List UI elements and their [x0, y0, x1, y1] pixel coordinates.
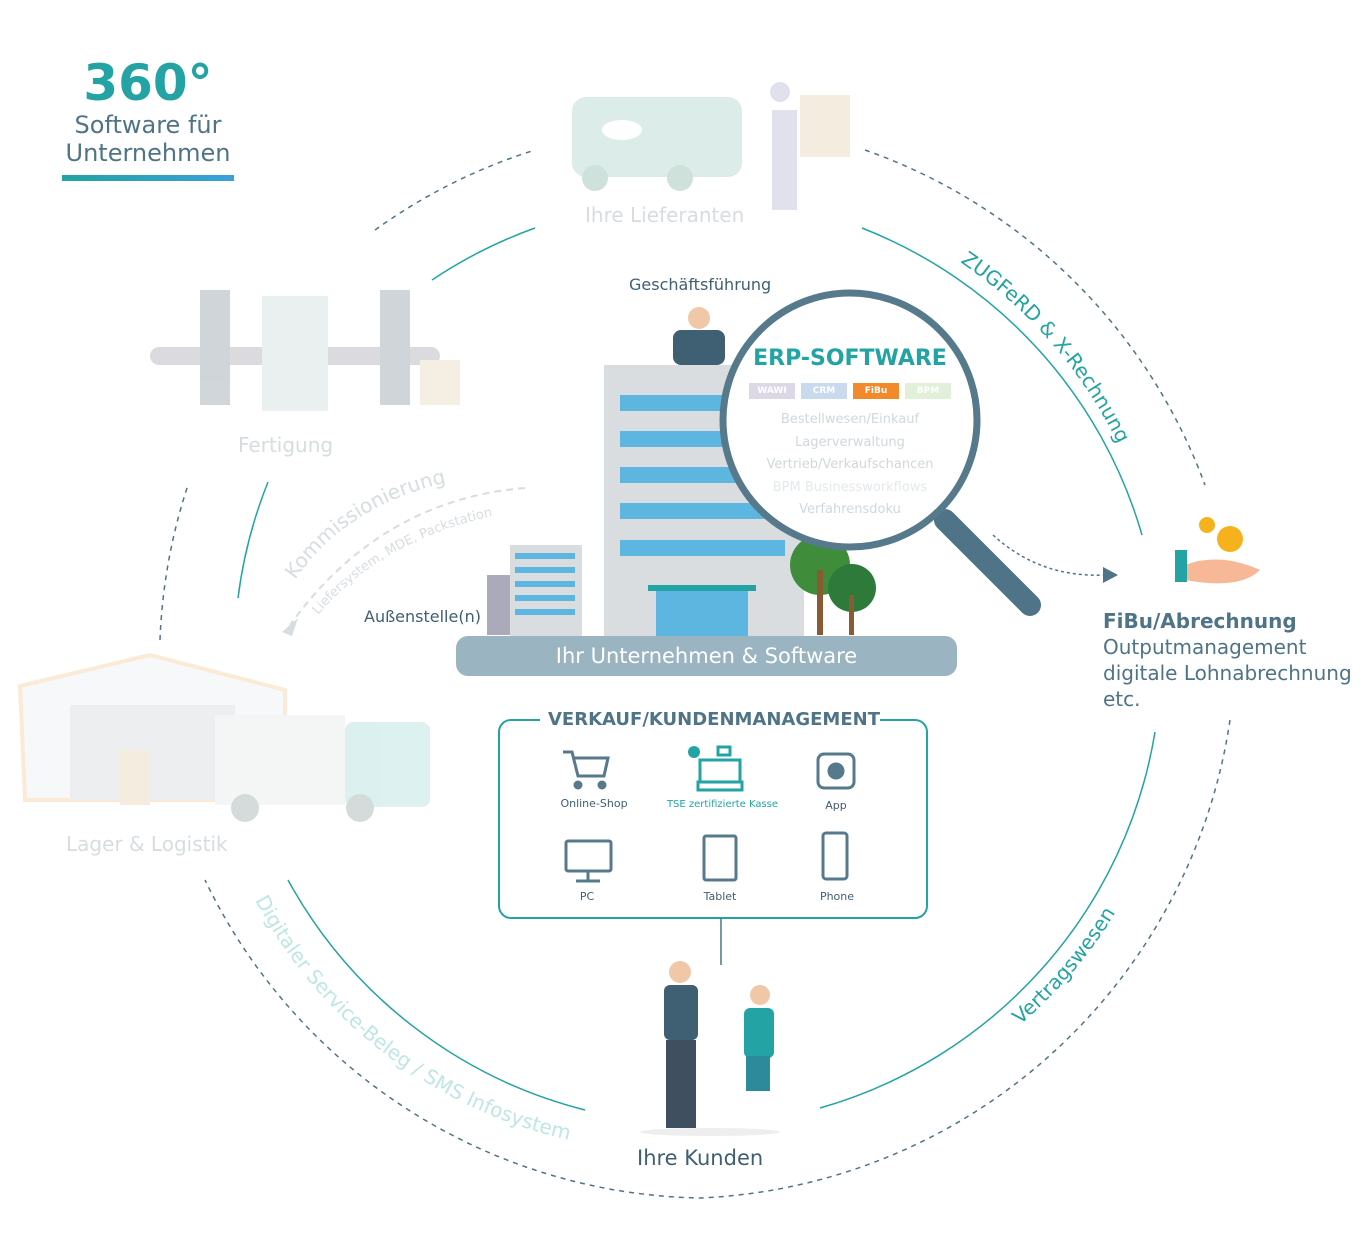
erp-tag-crm: CRM — [801, 383, 847, 399]
erp-item: Vertrieb/Verkaufschancen — [766, 457, 934, 472]
aussenstelle-label: Außenstelle(n) — [364, 607, 481, 626]
app-label: App — [825, 799, 847, 812]
outer-dashed-ring — [159, 149, 1231, 1199]
erp-tag-fibu: FiBu — [853, 383, 899, 399]
lieferanten-illustration — [572, 82, 850, 210]
customers-illustration — [640, 961, 780, 1136]
fibu-arrow — [992, 534, 1106, 576]
online-shop-label: Online-Shop — [560, 797, 628, 810]
phone-label: Phone — [819, 890, 855, 903]
erp-items: Bestellwesen/Einkauf Lagerverwaltung Ver… — [725, 409, 975, 522]
fibu-line: etc. — [1103, 687, 1141, 711]
logo-line2: Unternehmen — [65, 139, 231, 167]
fibu-title: FiBu/Abrechnung — [1103, 609, 1297, 633]
erp-item: Lagerverwaltung — [795, 434, 905, 450]
company-banner — [456, 636, 957, 676]
fibu-line: Outputmanagement — [1103, 635, 1307, 659]
logo-line1: Software für — [74, 111, 222, 139]
magnifier-icon — [719, 289, 1041, 616]
tablet-icon — [702, 834, 738, 882]
erp-title: ERP-SOFTWARE — [753, 346, 947, 371]
zugferd-label: ZUGFeRD & X-Rechnung — [957, 246, 1135, 446]
cash-register-icon — [696, 745, 744, 792]
fertigung-illustration — [150, 290, 460, 411]
erp-item: Verfahrensdoku — [799, 502, 901, 517]
pc-label: PC — [579, 890, 595, 903]
erp-item: BPM Businessworkflows — [772, 479, 928, 495]
check-badge-icon — [688, 746, 700, 758]
kasse-label: TSE zertifizierte Kasse — [666, 799, 779, 810]
kommission-arrow — [289, 487, 526, 626]
geschaeftsfuehrung-label: Geschäftsführung — [629, 275, 772, 294]
erp-item: Bestellwesen/Einkauf — [780, 412, 920, 427]
inner-teal-ring — [237, 227, 1156, 1111]
logo-360: 360° Software für Unternehmen — [62, 55, 234, 181]
money-hand-icon — [1175, 517, 1260, 584]
erp-tag-wawi: WAWI — [749, 383, 795, 399]
verkauf-title: VERKAUF/KUNDENMANAGEMENT — [548, 709, 880, 730]
lieferanten-label: Ihre Lieferanten — [585, 203, 745, 227]
kunden-label: Ihre Kunden — [637, 1146, 764, 1170]
fibu-line: digitale Lohnabrechnung — [1103, 661, 1352, 685]
shopping-cart-icon — [563, 750, 610, 790]
verkauf-box — [498, 719, 928, 919]
tablet-label: Tablet — [703, 890, 737, 903]
fibu-block: FiBu/Abrechnung Outputmanagement digital… — [1103, 608, 1352, 712]
service-beleg-label: Digitaler Service-Beleg / SMS Infosystem — [251, 891, 574, 1145]
erp-tags: WAWI CRM FiBu BPM — [725, 383, 975, 399]
svg-text:ZUGFeRD & X-Rechnung: ZUGFeRD & X-Rechnung — [957, 246, 1135, 446]
pc-icon — [564, 839, 613, 883]
svg-text:Vertragswesen: Vertragswesen — [1007, 902, 1119, 1028]
app-gear-icon — [816, 752, 856, 790]
lager-illustration — [17, 652, 430, 822]
fertigung-label: Fertigung — [238, 433, 334, 457]
unternehmen-label: Ihr Unternehmen & Software — [555, 644, 858, 668]
logo-big: 360° — [83, 54, 213, 112]
lager-label: Lager & Logistik — [66, 832, 228, 856]
phone-icon — [821, 831, 849, 881]
vertragswesen-label: Vertragswesen — [1007, 902, 1119, 1028]
erp-tag-bpm: BPM — [905, 383, 951, 399]
erp-panel: ERP-SOFTWARE WAWI CRM FiBu BPM Bestellwe… — [725, 346, 975, 522]
svg-text:Digitaler Service-Beleg / SMS: Digitaler Service-Beleg / SMS Infosystem — [251, 891, 574, 1145]
